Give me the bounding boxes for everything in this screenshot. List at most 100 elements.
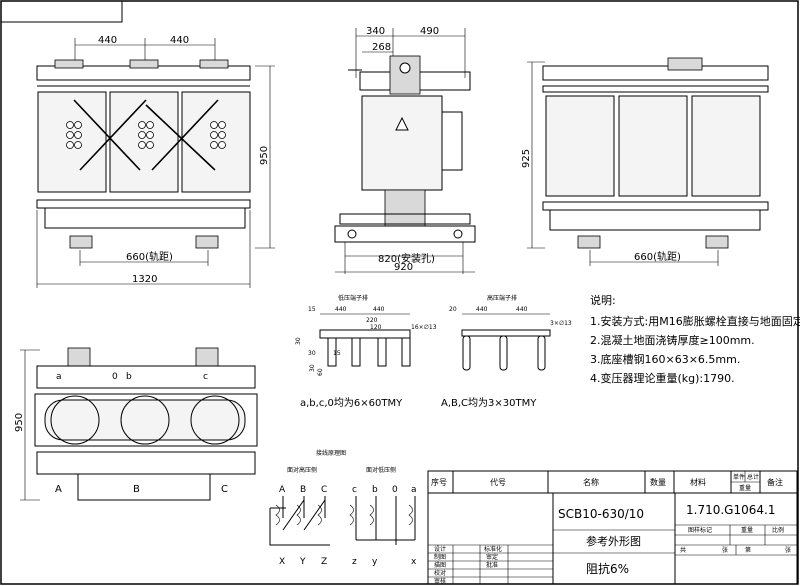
top-low-term-c: c — [203, 372, 208, 382]
side-view: 340 490 268 820(安装孔) 920 — [334, 26, 476, 274]
low-dim-60: 60 — [317, 368, 324, 376]
tb-sign-check: 校对 — [434, 569, 446, 577]
wiring-high-B: B — [300, 485, 306, 495]
low-dim-440b: 440 — [373, 306, 385, 313]
side-dim-width: 920 — [394, 262, 413, 273]
low-dim-30c: 30 — [309, 364, 316, 372]
tb-sheet-total: 共 — [680, 546, 686, 554]
front-dim-rail: 660(轨距) — [126, 250, 173, 263]
tb-sign-approve2: 批准 — [486, 561, 498, 569]
tb-scale: 比例 — [772, 526, 784, 534]
wiring-low-c: c — [352, 485, 357, 495]
wiring-low-z: z — [352, 557, 357, 567]
low-busbar-title: 低压端子排 — [338, 294, 368, 302]
tb-sign-review: 审核 — [434, 577, 446, 585]
wiring-low-x: x — [411, 557, 417, 567]
low-dim-15a: 15 — [308, 306, 316, 313]
front-dim-height: 950 — [259, 146, 270, 165]
tb-header-code: 代号 — [490, 477, 506, 487]
notes-item-2: 2.混凝土地面浇铸厚度≥100mm. — [590, 333, 755, 347]
top-dim-height: 950 — [14, 413, 25, 432]
front-dim-width: 1320 — [132, 274, 157, 285]
front-dim-top-2: 440 — [170, 35, 189, 46]
top-high-term-C: C — [221, 484, 228, 495]
notes-title: 说明: — [590, 293, 616, 307]
high-dim-20: 20 — [449, 306, 457, 313]
top-low-term-b: b — [126, 372, 132, 382]
tb-header-remark: 备注 — [767, 477, 783, 487]
side-dim-top-3: 268 — [372, 42, 391, 53]
wiring-low-b: b — [372, 485, 378, 495]
wiring-high-C: C — [321, 485, 327, 495]
tb-sheet-label-1: 张 — [722, 546, 728, 554]
wiring-high-Y: Y — [299, 557, 306, 567]
wiring-high-X: X — [279, 557, 285, 567]
tb-sign-draw: 制图 — [434, 553, 446, 561]
side-dim-top-1: 340 — [366, 26, 385, 37]
low-dim-30a: 30 — [295, 337, 302, 345]
notes-item-3: 3.底座槽钢160×63×6.5mm. — [590, 352, 740, 366]
rear-dim-rail: 660(轨距) — [634, 250, 681, 263]
low-dim-holes: 16×∅13 — [411, 324, 437, 331]
high-busbar-caption: A,B,C均为3×30TMY — [441, 397, 537, 409]
low-busbar-caption: a,b,c,0均为6×60TMY — [300, 397, 403, 409]
notes-item-4: 4.变压器理论重量(kg):1790. — [590, 371, 735, 385]
tb-stage-mark: 图样标记 — [688, 526, 712, 534]
top-low-term-a: a — [56, 372, 62, 382]
corner-box — [1, 1, 123, 23]
top-high-term-B: B — [133, 484, 140, 495]
tb-sign-approve1: 审定 — [486, 553, 498, 561]
low-dim-440a: 440 — [335, 306, 347, 313]
tb-header-qty: 数量 — [650, 477, 666, 487]
low-dim-15b: 15 — [333, 350, 341, 357]
tb-header-seq: 序号 — [431, 477, 447, 487]
wiring-diagram: 接线原理图 面对高压侧 面对低压侧 A B C X Y Z c b 0 a z … — [269, 449, 417, 567]
top-low-term-0: 0 — [112, 372, 118, 382]
tb-drawing-name: 参考外形图 — [586, 534, 641, 548]
rear-view: 925 660(轨距) — [521, 57, 769, 266]
side-dim-install: 820(安装孔) — [378, 252, 435, 265]
tb-sign-standard: 标准化 — [484, 545, 502, 553]
top-high-term-A: A — [55, 484, 62, 495]
wiring-low-0: 0 — [392, 485, 398, 495]
tb-header-weight: 重量 — [739, 484, 751, 492]
tb-header-name: 名称 — [583, 477, 599, 487]
tb-header-material: 材料 — [690, 477, 706, 487]
low-dim-120: 120 — [370, 324, 382, 331]
front-dim-top-1: 440 — [98, 35, 117, 46]
wiring-low-y: y — [372, 557, 378, 567]
high-busbar-detail: 高压端子排 20 440 440 3×∅13 A,B,C均为3×30TMY — [441, 294, 572, 409]
tb-sign-design: 设计 — [434, 545, 446, 553]
front-view: 440 440 9 — [36, 35, 275, 288]
tb-sheet-label-2: 张 — [785, 546, 791, 554]
tb-weight: 重量 — [741, 526, 753, 534]
high-dim-holes: 3×∅13 — [550, 320, 572, 327]
tb-model: SCB10-630/10 — [558, 507, 644, 521]
high-dim-440a: 440 — [476, 306, 488, 313]
wiring-low-a: a — [411, 485, 417, 495]
high-busbar-title: 高压端子排 — [487, 294, 517, 302]
notes: 说明: 1.安装方式:用M16膨胀螺栓直接与地面固定. 2.混凝土地面浇铸厚度≥… — [590, 293, 800, 385]
tb-sign-trace: 描图 — [434, 561, 446, 569]
tb-impedance: 阻抗6% — [586, 561, 629, 576]
rear-dim-height: 925 — [521, 149, 532, 168]
tb-header-unit: 单件 — [733, 473, 745, 481]
title-block: 序号 代号 名称 数量 材料 单件 总计 重量 备注 设计 制图 描图 校对 审… — [427, 470, 798, 585]
high-dim-440b: 440 — [516, 306, 528, 313]
wiring-low-label: 面对低压侧 — [366, 466, 396, 474]
tb-drawing-no: 1.710.G1064.1 — [686, 503, 775, 517]
low-dim-30b: 30 — [308, 350, 316, 357]
wiring-high-Z: Z — [321, 557, 327, 567]
side-dim-top-2: 490 — [420, 26, 439, 37]
low-dim-220: 220 — [366, 317, 378, 324]
wiring-high-A: A — [279, 485, 286, 495]
wiring-title: 接线原理图 — [316, 449, 346, 457]
tb-sheet-no: 第 — [745, 546, 751, 554]
wiring-high-label: 面对高压侧 — [287, 466, 317, 474]
top-view: 950 a 0 b c A B C — [14, 347, 258, 501]
notes-item-1: 1.安装方式:用M16膨胀螺栓直接与地面固定. — [590, 314, 800, 328]
tb-header-total: 总计 — [747, 473, 759, 481]
low-busbar-detail: 低压端子排 15 440 440 220 120 16×∅13 30 15 30… — [295, 294, 437, 409]
